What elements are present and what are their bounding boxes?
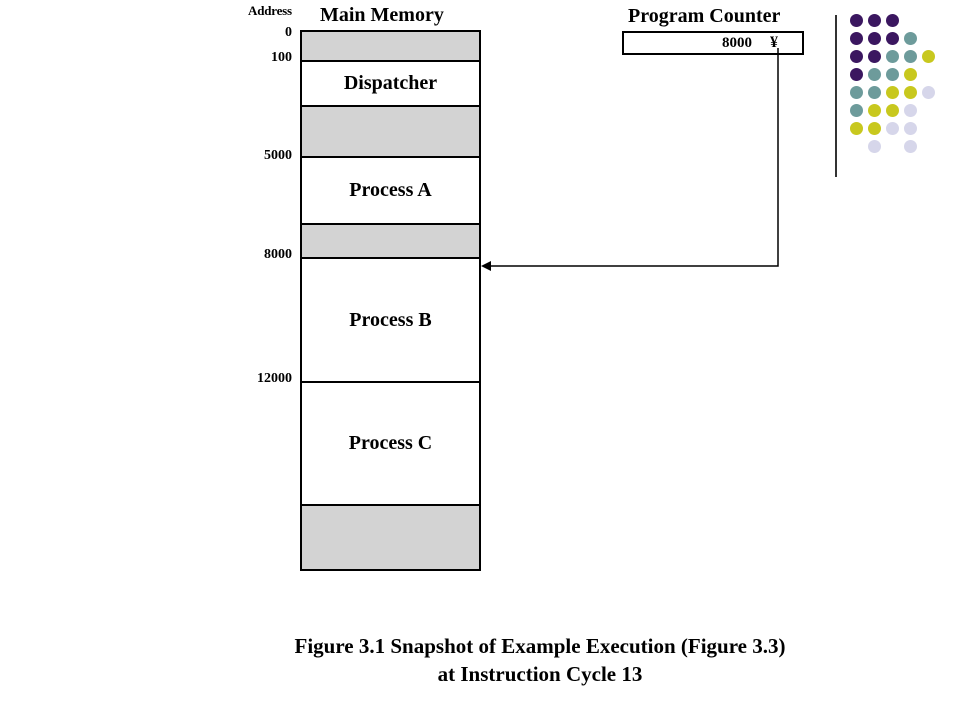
program-counter-box: 8000 ¥ [622, 31, 804, 55]
decorative-dot [886, 14, 899, 27]
decorative-dot [886, 86, 899, 99]
decorative-dot [904, 140, 917, 153]
decorative-dot [868, 86, 881, 99]
address-label: 12000 [257, 371, 292, 386]
program-counter-value: 8000 [722, 35, 752, 51]
decorative-dot [886, 32, 899, 45]
decorative-dot [850, 86, 863, 99]
address-label: 8000 [264, 247, 292, 262]
decorative-dot [850, 50, 863, 63]
decorative-dot [904, 68, 917, 81]
decorative-dot [886, 50, 899, 63]
decorative-dot [904, 122, 917, 135]
decorative-dot [922, 86, 935, 99]
decorative-dot [904, 32, 917, 45]
arrowhead-icon [481, 261, 491, 271]
decorative-dot [868, 14, 881, 27]
decorative-dot [850, 68, 863, 81]
decorative-dot [886, 68, 899, 81]
decorative-dot [850, 32, 863, 45]
caption-line-2: at Instruction Cycle 13 [437, 662, 643, 686]
address-header: Address [248, 3, 292, 18]
memory-segment-process-b: Process B [302, 257, 479, 381]
memory-segment-free [302, 504, 479, 569]
address-label: 100 [271, 50, 292, 65]
memory-segment-free [302, 105, 479, 156]
decorative-dot [904, 104, 917, 117]
decorative-dot [868, 32, 881, 45]
pointer-marker: ¥ [770, 34, 778, 51]
caption-line-1: Figure 3.1 Snapshot of Example Execution… [294, 634, 786, 658]
decorative-dot [850, 122, 863, 135]
main-memory-header: Main Memory [320, 4, 444, 26]
main-memory-block: Dispatcher Process A Process B Process C [300, 30, 481, 571]
decorative-dot [904, 86, 917, 99]
decorative-dot [904, 50, 917, 63]
decorative-dot [922, 50, 935, 63]
decorative-dot [886, 122, 899, 135]
segment-label: Process B [349, 308, 432, 331]
address-label: 5000 [264, 148, 292, 163]
decorative-dot [868, 68, 881, 81]
memory-segment-free [302, 223, 479, 257]
decorative-dot [868, 50, 881, 63]
memory-segment-process-c: Process C [302, 381, 479, 504]
memory-segment-process-a: Process A [302, 156, 479, 223]
segment-label: Process C [348, 432, 433, 454]
decorative-dot [868, 122, 881, 135]
address-label: 0 [285, 25, 292, 40]
decorative-dot [868, 140, 881, 153]
decorative-dot [868, 104, 881, 117]
figure-caption: Figure 3.1 Snapshot of Example Execution… [250, 632, 830, 688]
segment-label: Dispatcher [343, 72, 438, 94]
segment-label: Process A [349, 179, 432, 201]
decorative-dot [850, 14, 863, 27]
decorative-divider [835, 15, 837, 177]
decorative-dot [850, 104, 863, 117]
program-counter-header: Program Counter [628, 5, 781, 27]
decorative-dot-grid [850, 14, 950, 164]
decorative-dot [886, 104, 899, 117]
memory-segment-dispatcher: Dispatcher [302, 60, 479, 105]
pointer-line [490, 48, 779, 267]
memory-segment-free [302, 32, 479, 60]
